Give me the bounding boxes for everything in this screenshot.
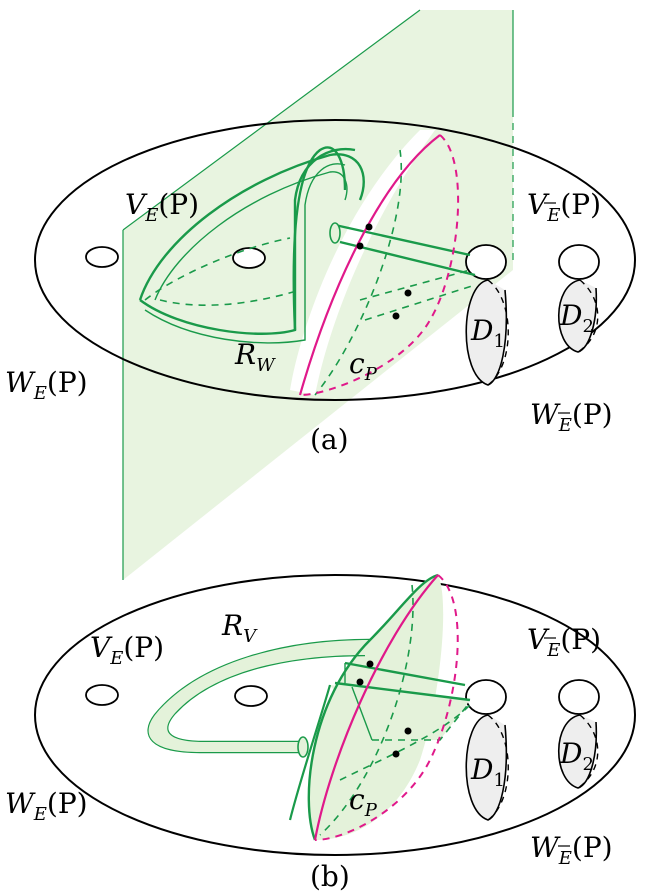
dot-1: [365, 223, 373, 231]
white-strip: [290, 130, 435, 395]
label-vbar: VE(P): [527, 188, 601, 226]
tube-rv-fill: [148, 640, 370, 752]
label-we: WE(P): [5, 366, 88, 404]
tube-rw-loop-inner: [144, 163, 346, 344]
disk-d2-b: [558, 714, 598, 789]
handle-circle-1: [465, 244, 507, 280]
surface-outline: [34, 119, 636, 401]
band-inner-2: [351, 686, 373, 741]
panel-a: VE(P) VE(P) WE(P) WE(P) RW cP D1 D2 (a): [5, 9, 636, 580]
handle-circle-2: [558, 244, 600, 280]
panel-b: RV VE(P) VE(P) WE(P) WE(P) cP D1 D2 (b): [5, 573, 636, 893]
disk-d1: [465, 279, 508, 386]
tube-rv-end: [297, 736, 309, 758]
tube-rw-outer: [138, 153, 365, 301]
tube-rv-inner: [166, 653, 366, 744]
tube-rw-dashed-2: [159, 289, 301, 306]
band-top-2: [334, 681, 471, 702]
hole-center: [232, 247, 266, 269]
disk-d2: [558, 279, 598, 353]
label-d2-b: D2: [559, 737, 594, 775]
dot-1-b: [366, 660, 374, 668]
disk-d1-dash-b: [487, 714, 509, 821]
tube-rw-dash-cross: [359, 269, 476, 321]
band-top-1: [344, 661, 466, 687]
hole-left: [85, 246, 119, 268]
tube-rw-dash-vert: [314, 149, 402, 396]
disk-d1-dash: [487, 279, 509, 386]
band-dash-1: [372, 701, 471, 741]
label-ve-b: VE(P): [90, 631, 164, 669]
tube-rw-arch: [292, 146, 347, 331]
cp-curve-dashed-b: [314, 574, 459, 841]
disk-d1-b: [465, 714, 508, 821]
label-ve: VE(P): [125, 188, 199, 226]
label-cp: cP: [349, 347, 378, 385]
hole-center-b: [234, 685, 268, 707]
label-wbar: WE(P): [530, 398, 613, 436]
label-d2: D2: [559, 299, 594, 337]
dot-2: [356, 242, 364, 250]
label-vbar-b: VE(P): [527, 623, 601, 661]
tube-rw-end: [329, 222, 341, 244]
tube-rw-loop: [139, 147, 356, 335]
band-left: [288, 684, 332, 821]
shaded-wedge-b: [330, 685, 470, 740]
label-cp-b: cP: [349, 783, 378, 821]
dot-3: [404, 289, 412, 297]
caption-a: (a): [310, 423, 349, 456]
label-d1: D1: [470, 314, 505, 352]
handle-circle-1-b: [465, 679, 507, 715]
label-rv: RV: [221, 609, 258, 647]
band-dash-2: [339, 704, 471, 781]
label-wbar-b: WE(P): [530, 831, 613, 869]
cp-curve-solid: [298, 134, 441, 396]
caption-b: (b): [310, 860, 350, 893]
cp-curve-solid-b: [313, 574, 439, 841]
hole-left-b: [85, 684, 119, 706]
band-arc: [307, 573, 439, 841]
dot-4-b: [392, 750, 400, 758]
tube-rw-dashed: [144, 237, 291, 301]
band-dash-3: [319, 584, 414, 836]
dot-3-b: [404, 727, 412, 735]
cp-curve-dashed: [299, 134, 460, 396]
dot-2-b: [356, 678, 364, 686]
handle-circle-2-b: [558, 679, 600, 715]
dot-4: [392, 312, 400, 320]
surface-outline-b: [34, 574, 636, 856]
plane-edge-top: [122, 9, 421, 231]
label-d1-b: D1: [470, 753, 505, 791]
label-rw: RW: [234, 338, 276, 376]
label-we-b: WE(P): [5, 787, 88, 825]
